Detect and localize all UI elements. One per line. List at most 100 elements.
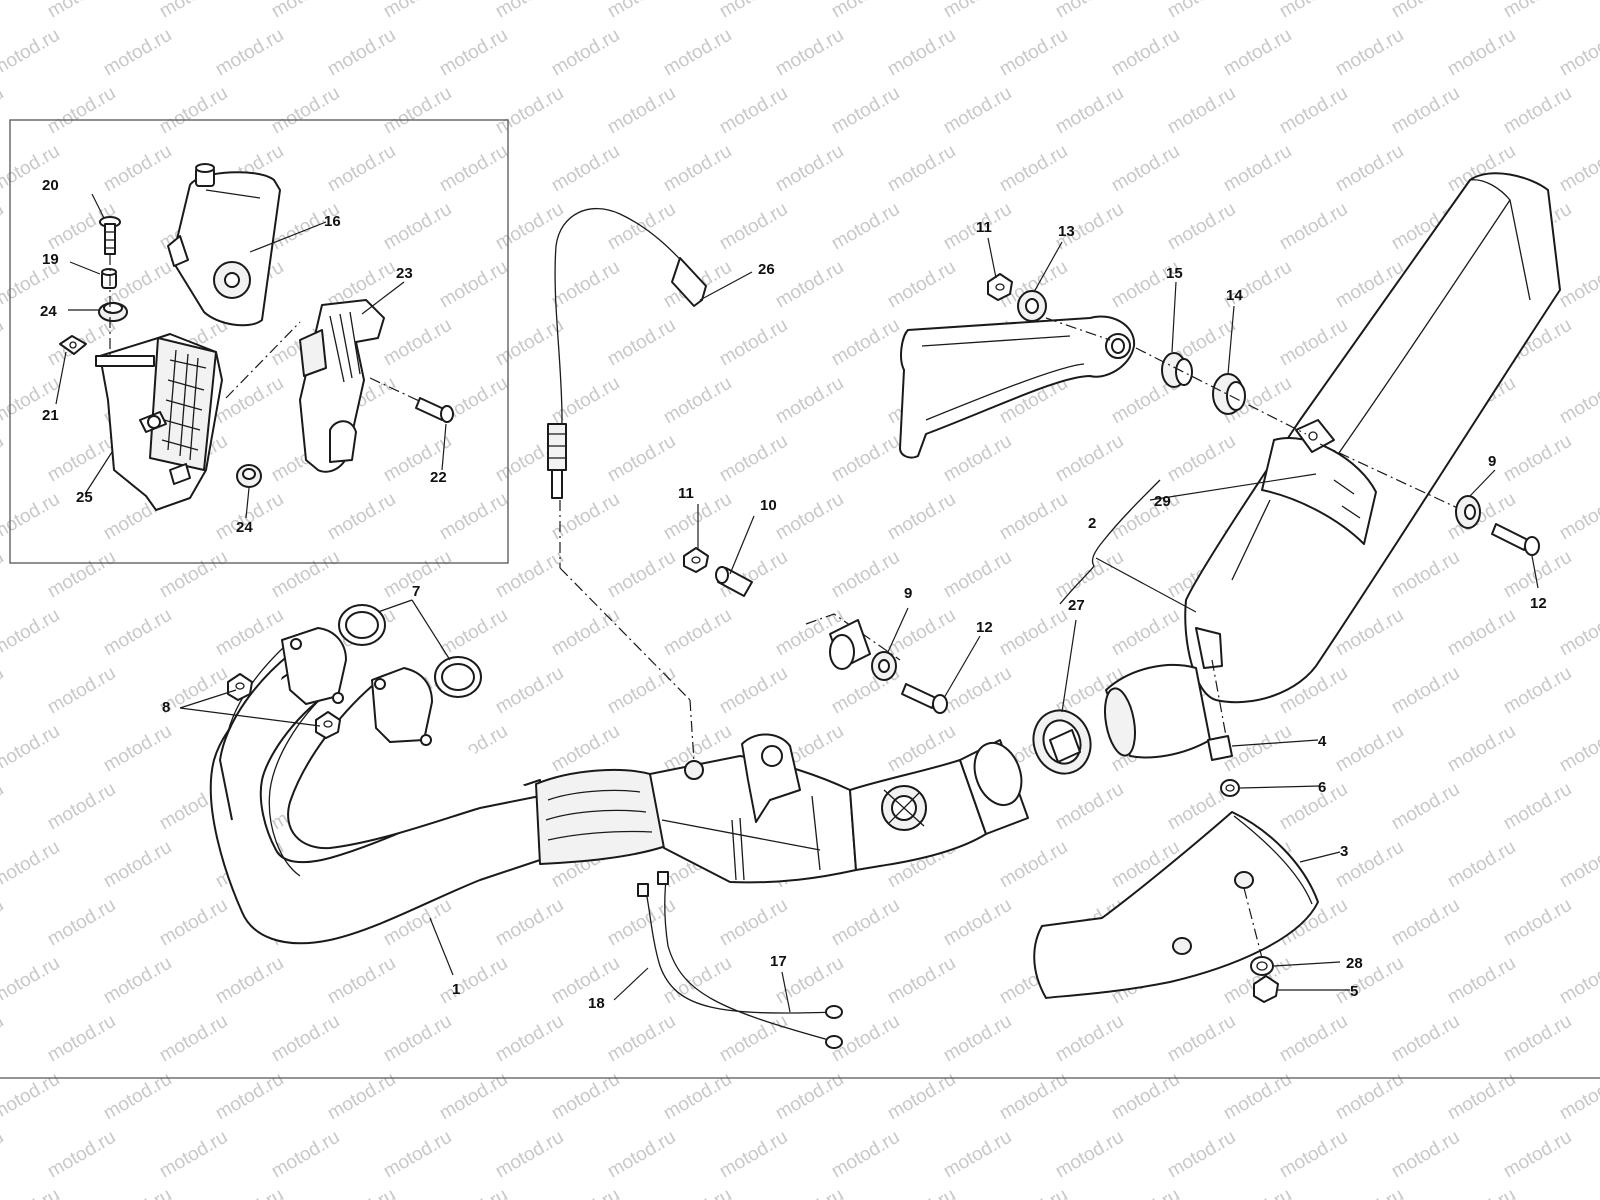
watermark-text: motod.ru [1220,1185,1295,1200]
watermark-text: motod.ru [996,837,1071,893]
watermark-text: motod.ru [324,1185,399,1200]
watermark-text: motod.ru [44,1127,119,1183]
watermark-text: motod.ru [1388,1127,1463,1183]
watermark-text: motod.ru [0,315,7,371]
heat-shield-3-icon [1033,811,1319,999]
watermark-text: motod.ru [772,489,847,545]
washer-9b-icon [1455,495,1481,529]
watermark-text: motod.ru [436,25,511,81]
watermark-text: motod.ru [1276,83,1351,139]
watermark-text: motod.ru [660,141,735,197]
watermark-text: motod.ru [380,1011,455,1067]
callout-24b: 24 [236,519,253,536]
watermark-text: motod.ru [100,141,175,197]
washer-9a-icon [871,651,897,681]
watermark-text: motod.ru [1332,721,1407,777]
watermark-text: motod.ru [1220,25,1295,81]
watermark-text: motod.ru [548,373,623,429]
watermark-text: motod.ru [1556,837,1600,893]
watermark-text: motod.ru [772,257,847,313]
callout-1: 1 [452,981,460,998]
watermark-text: motod.ru [1276,1011,1351,1067]
watermark-text: motod.ru [548,721,623,777]
watermark-text: motod.ru [156,83,231,139]
watermark-text: motod.ru [156,0,231,22]
watermark-text: motod.ru [324,1069,399,1125]
watermark-text: motod.ru [1444,1069,1519,1125]
watermark-text: motod.ru [436,1069,511,1125]
callout-19: 19 [42,251,59,268]
screw-22-icon [369,377,454,423]
watermark-text: motod.ru [0,1011,7,1067]
watermark-text: motod.ru [772,1185,847,1200]
watermark-text: motod.ru [1332,1069,1407,1125]
watermark-text: motod.ru [1108,1185,1183,1200]
watermark-text: motod.ru [1276,199,1351,255]
watermark-text: motod.ru [1556,141,1600,197]
watermark-text: motod.ru [772,141,847,197]
actuator-cover-23-icon [299,299,385,473]
watermark-text: motod.ru [1388,895,1463,951]
callout-24: 24 [40,303,57,320]
callout-10: 10 [760,497,777,514]
watermark-text: motod.ru [1164,1127,1239,1183]
watermark-text: motod.ru [324,141,399,197]
watermark-text: motod.ru [1444,605,1519,661]
watermark-text: motod.ru [0,0,7,22]
watermark-text: motod.ru [604,0,679,22]
watermark-text: motod.ru [492,663,567,719]
clip-nut-21-icon [59,335,87,355]
grommet-15-icon [1161,352,1193,388]
watermark-text: motod.ru [212,605,287,661]
watermark-text: motod.ru [100,837,175,893]
watermark-text: motod.ru [100,605,175,661]
watermark-text: motod.ru [0,83,7,139]
watermark-text: motod.ru [0,199,7,255]
watermark-text: motod.ru [884,489,959,545]
watermark-text: motod.ru [44,0,119,22]
watermark-text: motod.ru [660,605,735,661]
watermark-text: motod.ru [1108,605,1183,661]
watermark-text: motod.ru [1556,953,1600,1009]
grommet-14-icon [1212,373,1246,415]
watermark-text: motod.ru [884,25,959,81]
diagram-frame [0,119,1600,1079]
watermark-text: motod.ru [268,0,343,22]
silencer-hanger-icon [899,315,1136,459]
spacer-10-icon [715,566,753,597]
callout-7: 7 [412,583,420,600]
watermark-text: motod.ru [716,315,791,371]
watermark-text: motod.ru [884,605,959,661]
watermark-text: motod.ru [660,25,735,81]
callout-16: 16 [324,213,341,230]
watermark-text: motod.ru [100,953,175,1009]
callout-12: 12 [976,619,993,636]
watermark-text: motod.ru [380,0,455,22]
watermark-text: motod.ru [716,431,791,487]
watermark-text: motod.ru [996,25,1071,81]
watermark-text: motod.ru [604,663,679,719]
grommet-24b-icon [236,464,262,488]
rubber-mount-icon [805,613,901,670]
watermark-text: motod.ru [1444,25,1519,81]
watermark-text: motod.ru [100,1185,175,1200]
watermark-text: motod.ru [1388,547,1463,603]
watermark-text: motod.ru [1108,141,1183,197]
gasket-7-icon [338,604,482,698]
washer-6-icon [1220,779,1240,797]
watermark-text: motod.ru [716,199,791,255]
watermark-text: motod.ru [884,1185,959,1200]
watermark-text: motod.ru [156,547,231,603]
watermark-text: motod.ru [604,431,679,487]
watermark-text: motod.ru [1500,1127,1575,1183]
watermark-text: motod.ru [940,895,1015,951]
watermark-text: motod.ru [828,83,903,139]
watermark-text: motod.ru [828,315,903,371]
servo-actuator-16-icon [167,163,281,327]
watermark-text: motod.ru [996,489,1071,545]
grommet-24-icon [98,302,128,322]
watermark-text: motod.ru [436,605,511,661]
watermark-text: motod.ru [716,83,791,139]
watermark-text: motod.ru [604,315,679,371]
watermark-text: motod.ru [828,431,903,487]
